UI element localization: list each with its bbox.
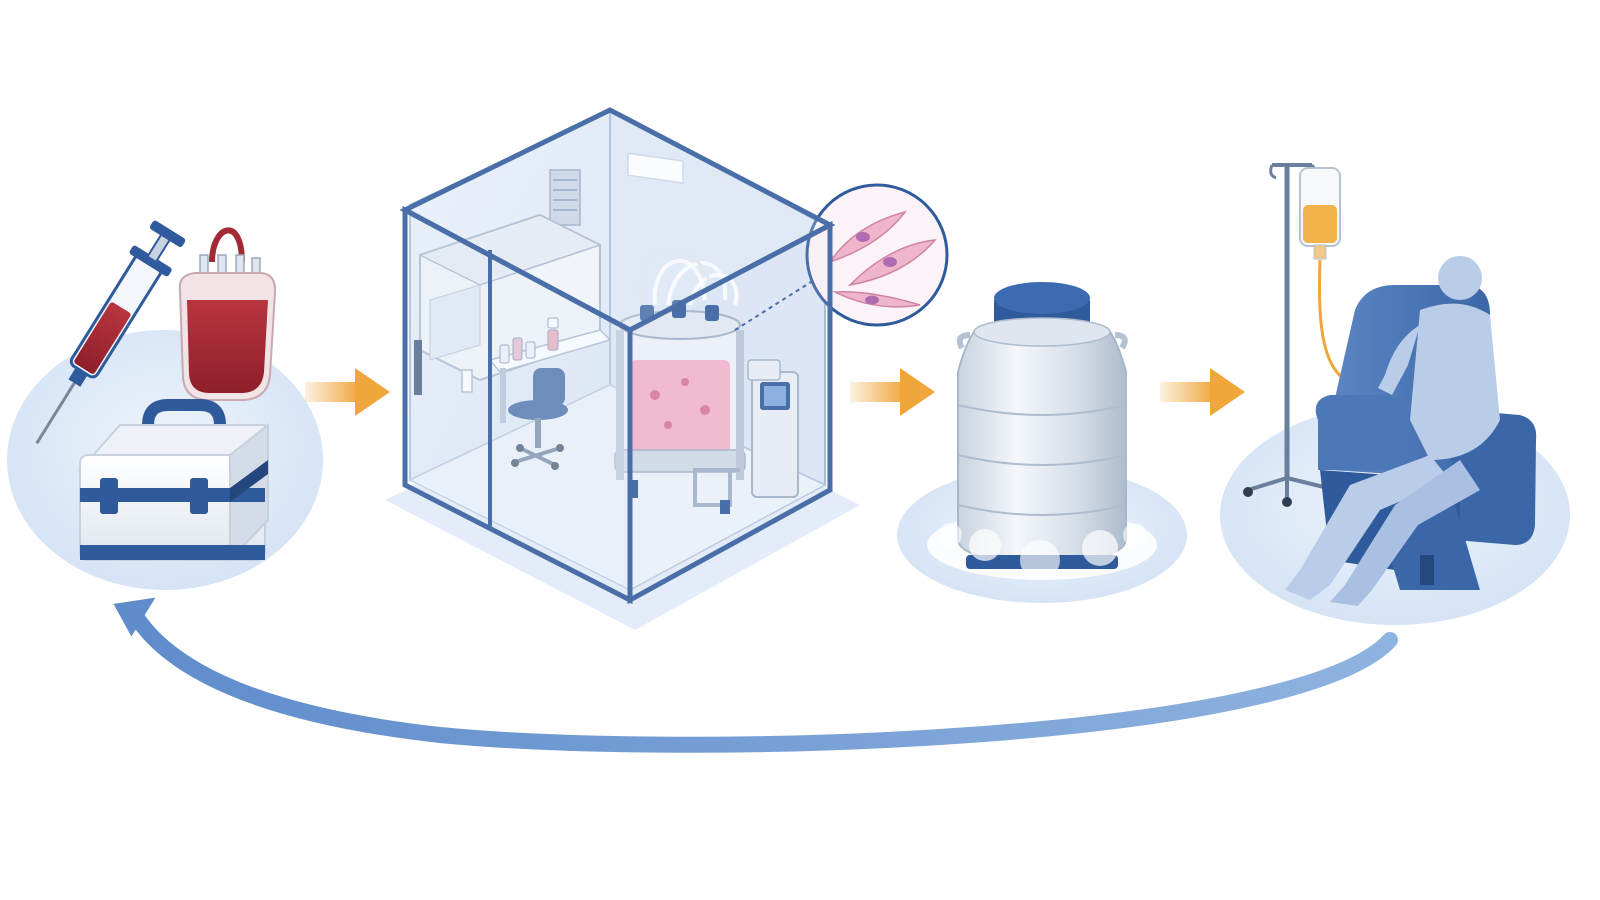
forward-arrow-1 [305,368,390,416]
return-loop-arrow [113,597,1398,753]
cryogenic-dewar-icon [938,282,1147,580]
forward-arrow-2 [850,368,935,416]
patient-silhouette [1285,256,1500,606]
cell-zoom-callout [734,183,949,331]
vent-grille [549,169,581,226]
blood-bag-icon [178,227,277,401]
stage-collection [7,220,323,590]
stage-cryostorage [897,282,1187,603]
cell-icon [828,210,937,308]
bioreactor-vessel [614,249,746,514]
ceiling-light [627,152,684,184]
control-console [747,359,799,498]
transport-case-icon [77,399,269,563]
stage-infusion [1220,163,1570,625]
syringe-icon [35,220,186,445]
iv-bag-icon [1299,167,1386,387]
forward-arrow-3 [1160,368,1245,416]
cleanroom-frame [399,107,836,605]
stage-manufacturing [385,107,949,630]
lab-chair [508,368,568,470]
biosafety-hood [418,213,612,423]
